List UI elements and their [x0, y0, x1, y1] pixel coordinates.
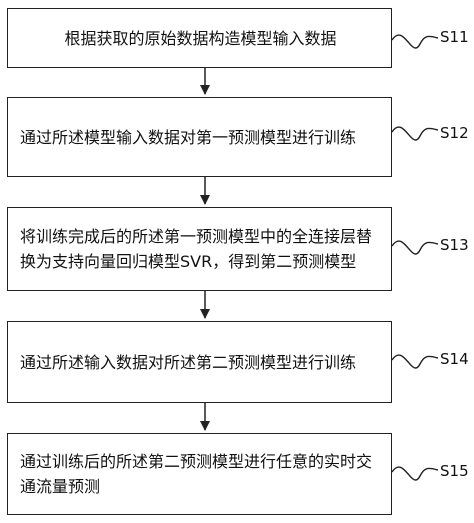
leader-squiggle-s11 — [391, 34, 439, 49]
step-box-s15: 通过训练后的所述第二预测模型进行任意的实时交通流量预测 — [7, 433, 392, 515]
step-box-s14: 通过所述输入数据对所述第二预测模型进行训练 — [7, 321, 392, 403]
step-label-s13: S13 — [440, 236, 469, 254]
step-text-s15: 通过训练后的所述第二预测模型进行任意的实时交通流量预测 — [20, 452, 373, 496]
step-text-s11: 根据获取的原始数据构造模型输入数据 — [64, 28, 337, 48]
step-box-s11: 根据获取的原始数据构造模型输入数据 — [7, 8, 392, 68]
leader-squiggle-s13 — [391, 240, 439, 255]
leader-squiggle-s14 — [391, 354, 439, 369]
step-text-s12: 通过所述模型输入数据对第一预测模型进行训练 — [20, 127, 357, 147]
step-box-s12: 通过所述模型输入数据对第一预测模型进行训练 — [7, 97, 392, 177]
step-box-s13: 将训练完成后的所述第一预测模型中的全连接层替换为支持向量回归模型SVR，得到第二… — [7, 207, 392, 291]
step-label-s11: S11 — [440, 28, 469, 46]
step-label-s15: S15 — [440, 462, 469, 480]
step-text-s13: 将训练完成后的所述第一预测模型中的全连接层替换为支持向量回归模型SVR，得到第二… — [20, 227, 373, 271]
step-text-s14: 通过所述输入数据对所述第二预测模型进行训练 — [20, 352, 357, 372]
step-label-s14: S14 — [440, 350, 469, 368]
step-label-s12: S12 — [440, 124, 469, 142]
leader-squiggle-s15 — [391, 466, 439, 481]
leader-squiggle-s12 — [391, 126, 439, 141]
